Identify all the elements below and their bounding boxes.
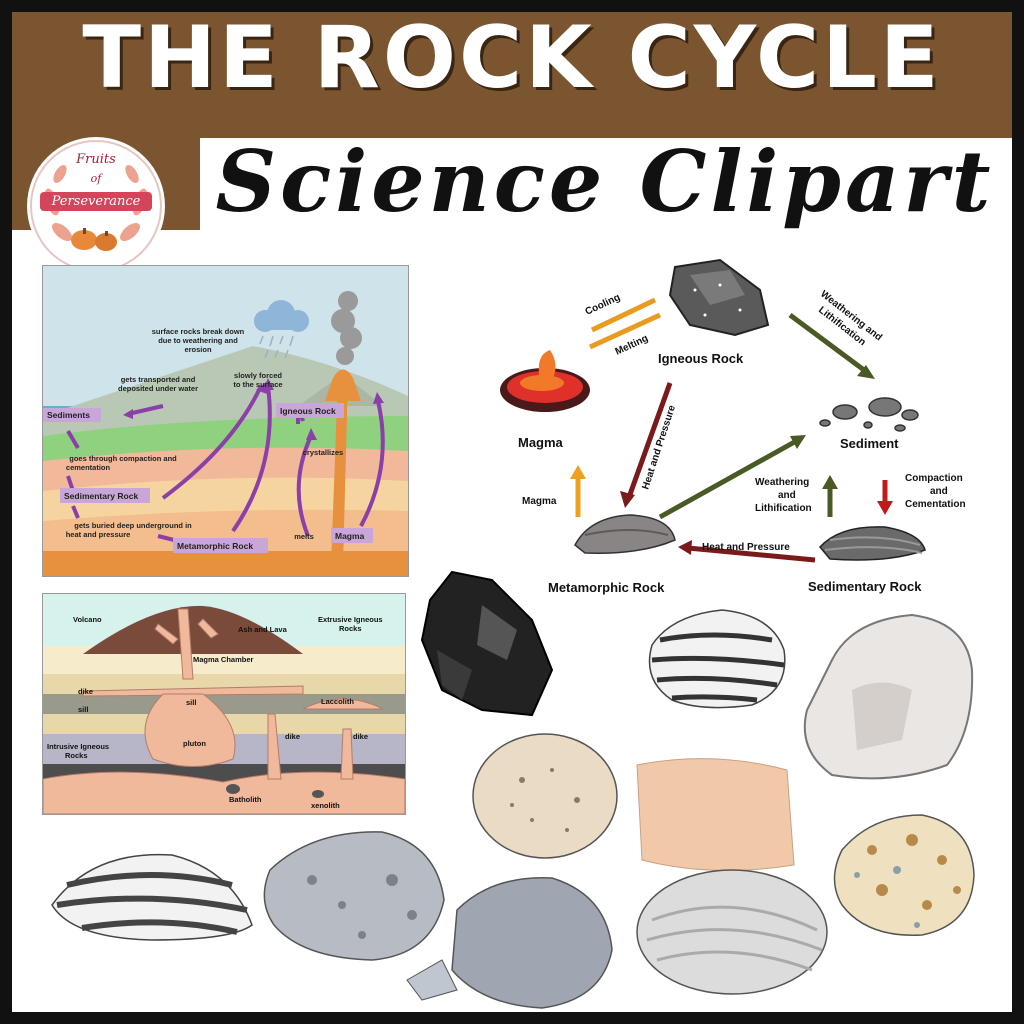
label-laccolith: Laccolith xyxy=(321,697,354,706)
arrow-label-weathering-mid-3: Lithification xyxy=(755,503,812,514)
label-metamorphic-rock: Metamorphic Rock xyxy=(177,541,253,551)
label-sedimentary-rock: Sedimentary Rock xyxy=(64,491,138,501)
node-sediment: Sediment xyxy=(840,436,899,451)
sediment-icon xyxy=(819,397,919,432)
label-dike-3: dike xyxy=(353,732,368,741)
label-extrusive-1: Extrusive Igneous xyxy=(318,615,383,624)
subtitle-strip xyxy=(200,138,1012,234)
label-sill-2: sill xyxy=(186,698,196,707)
rock-cycle-flow-diagram: Igneous Rock Magma Sediment Metamorphic … xyxy=(500,258,966,595)
zebra-rock-icon xyxy=(648,609,786,709)
label-ash-lava: Ash and Lava xyxy=(238,625,288,634)
obsidian-rock-icon xyxy=(420,570,554,717)
label-rock-breakdown-1: surface rocks break down xyxy=(152,327,245,336)
label-rock-breakdown-2: due to weathering and xyxy=(158,336,238,345)
label-transported-1: gets transported and xyxy=(121,375,196,384)
label-dike-1: dike xyxy=(78,687,93,696)
label-pluton: pluton xyxy=(183,739,206,748)
arrow-label-compaction-3: Cementation xyxy=(905,499,966,510)
logo-line-1: Fruits xyxy=(76,152,116,167)
label-forced-up-1: slowly forced xyxy=(234,371,282,380)
label-melts: melts xyxy=(294,532,314,541)
arrow-label-melting: Melting xyxy=(614,333,650,358)
label-rock-breakdown-3: erosion xyxy=(184,345,212,354)
label-batholith: Batholith xyxy=(229,795,262,804)
conglomerate-rock-icon xyxy=(833,814,975,936)
label-igneous-rock: Igneous Rock xyxy=(280,406,336,416)
arrow-label-magma: Magma xyxy=(522,496,557,507)
pumice-rock-icon xyxy=(472,733,618,859)
arrow-label-compaction-1: Compaction xyxy=(905,473,963,484)
label-intrusive-1: Intrusive Igneous xyxy=(47,742,109,751)
pumpkin-icon xyxy=(71,228,117,251)
logo-line-3: Perseverance xyxy=(40,192,152,211)
label-crystallizes: crystallizes xyxy=(303,448,343,457)
label-compaction-1: goes through compaction and xyxy=(69,454,177,463)
label-sill-1: sill xyxy=(78,705,88,714)
magma-icon xyxy=(500,350,590,412)
igneous-rock-icon xyxy=(668,258,770,337)
poster-subtitle: Science Clipart xyxy=(215,132,995,231)
logo-line-2: of xyxy=(90,172,102,185)
igneous-intrusions-diagram: Volcano Ash and Lava Extrusive Igneous R… xyxy=(42,593,406,815)
label-magma: Magma xyxy=(335,531,365,541)
quartzite-rock-icon xyxy=(803,613,974,780)
brand-logo: Fruits of Perseverance xyxy=(30,140,162,272)
metamorphic-rock-icon xyxy=(574,514,676,554)
node-metamorphic-rock: Metamorphic Rock xyxy=(548,580,665,595)
arrow-label-heat-pressure-bottom: Heat and Pressure xyxy=(702,542,790,553)
gneiss-rock-icon xyxy=(51,853,253,941)
node-magma: Magma xyxy=(518,435,564,450)
label-dike-2: dike xyxy=(285,732,300,741)
sandstone-rock-icon xyxy=(636,758,795,871)
label-compaction-2: cementation xyxy=(66,463,111,472)
vesicular-rock-icon xyxy=(263,831,445,961)
label-intrusive-2: Rocks xyxy=(65,751,88,760)
node-igneous-rock: Igneous Rock xyxy=(658,351,744,366)
arrow-label-cooling: Cooling xyxy=(584,292,622,318)
label-xenolith: xenolith xyxy=(311,801,340,810)
arrow-label-compaction-2: and xyxy=(930,486,948,497)
label-transported-2: deposited under water xyxy=(118,384,198,393)
label-extrusive-2: Rocks xyxy=(339,624,362,633)
rock-clipart-collection xyxy=(51,570,975,1009)
label-magma-chamber: Magma Chamber xyxy=(193,655,254,664)
label-sediments: Sediments xyxy=(47,410,90,420)
label-buried-2: heat and pressure xyxy=(66,530,131,539)
label-forced-up-2: to the surface xyxy=(233,380,282,389)
sedimentary-rock-icon xyxy=(819,526,926,561)
arrow-label-weathering-mid-2: and xyxy=(778,490,796,501)
rock-cycle-landscape-diagram: surface rocks break down due to weatheri… xyxy=(42,265,409,577)
node-sedimentary-rock: Sedimentary Rock xyxy=(808,579,922,594)
label-volcano: Volcano xyxy=(73,615,102,624)
arrow-label-weathering-mid-1: Weathering xyxy=(755,477,809,488)
slate-rock-icon xyxy=(406,877,613,1009)
poster-title: THE ROCK CYCLE xyxy=(82,8,942,108)
label-buried-1: gets buried deep underground in xyxy=(74,521,192,530)
banded-pebble-icon xyxy=(636,869,828,995)
